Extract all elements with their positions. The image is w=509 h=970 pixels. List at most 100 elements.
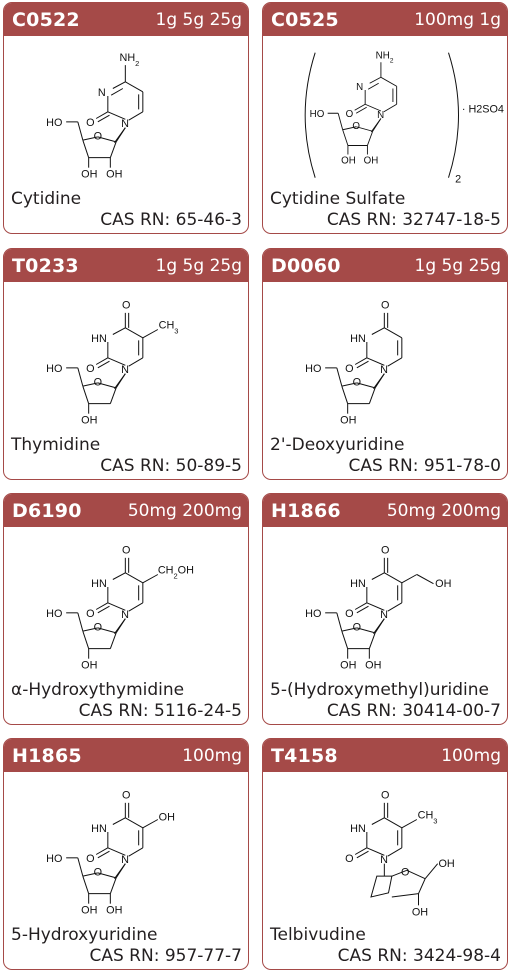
atom-label: OH [364, 156, 379, 167]
atom-label: O [122, 300, 130, 312]
compound-name: Cytidine Sulfate [270, 189, 406, 209]
atom-label: O [86, 117, 94, 129]
atom-label: HO [46, 117, 62, 129]
product-code[interactable]: H1865 [12, 744, 82, 767]
atom-label: NH2 [376, 51, 394, 65]
atom-label: CH3 [159, 320, 179, 336]
atom-label: CH3 [418, 810, 438, 826]
package-sizes: 1g 5g 25g [414, 255, 501, 276]
atom-label: O [86, 363, 94, 375]
compound-name: Thymidine [11, 435, 101, 455]
compound-name: 5-Hydroxyuridine [11, 925, 158, 945]
atom-label: OH [341, 156, 356, 167]
atom-label: OH [81, 169, 97, 181]
cas-number: CAS RN: 5116-24-5 [78, 701, 242, 721]
compound-name: 2'-Deoxyuridine [270, 435, 405, 455]
product-header: C0525 100mg 1g [263, 3, 507, 36]
cas-number: CAS RN: 30414-00-7 [326, 701, 501, 721]
product-code[interactable]: D6190 [12, 499, 82, 522]
atom-label: N [121, 854, 129, 866]
atom-label: CH2OH [158, 565, 194, 581]
compound-name: 5-(Hydroxymethyl)uridine [270, 680, 489, 700]
atom-label: O [381, 545, 389, 557]
atom-label: O [86, 853, 94, 865]
atom-label: O [94, 866, 102, 878]
cas-number: CAS RN: 50-89-5 [100, 456, 242, 476]
package-sizes: 1g 5g 25g [155, 255, 242, 276]
product-code[interactable]: T4158 [271, 744, 338, 767]
cas-number: CAS RN: 957-77-7 [89, 946, 242, 966]
product-header: T4158 100mg [263, 739, 507, 772]
product-code[interactable]: T0233 [12, 254, 79, 277]
product-header: H1866 50mg 200mg [263, 494, 507, 527]
cas-number: CAS RN: 951-78-0 [348, 456, 501, 476]
package-sizes: 100mg [182, 745, 242, 766]
cas-number: CAS RN: 32747-18-5 [326, 210, 501, 230]
atom-label: N [380, 364, 388, 376]
atom-label: OH [435, 578, 451, 590]
atom-label: HO [310, 109, 325, 120]
package-sizes: 1g 5g 25g [155, 9, 242, 30]
atom-label: OH [81, 905, 97, 917]
atom-label: HN [91, 823, 107, 835]
atom-label: N [121, 118, 129, 130]
product-code[interactable]: C0525 [271, 8, 339, 31]
product-header: D0060 1g 5g 25g [263, 249, 507, 282]
product-header: D6190 50mg 200mg [4, 494, 248, 527]
atom-label: NH2 [120, 52, 140, 68]
atom-label: N [121, 609, 129, 621]
atom-label: N [377, 110, 384, 121]
atom-label: O [401, 866, 409, 878]
compound-name: Cytidine [11, 189, 82, 209]
atom-label: O [352, 121, 360, 132]
product-code[interactable]: H1866 [271, 499, 341, 522]
package-sizes: 50mg 200mg [127, 500, 242, 521]
cas-number: CAS RN: 3424-98-4 [337, 946, 501, 966]
cas-number: CAS RN: 65-46-3 [100, 210, 242, 230]
atom-label: O [346, 109, 354, 120]
package-sizes: 100mg 1g [414, 9, 501, 30]
atom-label: O [94, 130, 102, 142]
atom-label: N [356, 82, 363, 93]
product-code[interactable]: C0522 [12, 8, 80, 31]
package-sizes: 100mg [441, 745, 501, 766]
atom-label: OH [439, 858, 455, 870]
stoichiometry-label: 2 [455, 174, 461, 186]
product-header: T0233 1g 5g 25g [4, 249, 248, 282]
atom-label: HN [350, 578, 366, 590]
atom-label: O [353, 621, 361, 633]
atom-label: O [345, 608, 353, 620]
atom-label: O [353, 376, 361, 388]
atom-label: OH [365, 660, 381, 672]
atom-label: OH [159, 811, 175, 823]
atom-label: OH [81, 660, 97, 672]
atom-label: HO [305, 608, 321, 620]
atom-label: O [345, 363, 353, 375]
atom-label: O [94, 621, 102, 633]
atom-label: HO [305, 363, 321, 375]
atom-label: OH [81, 415, 97, 427]
product-header: C0522 1g 5g 25g [4, 3, 248, 36]
atom-label: HN [350, 333, 366, 345]
salt-label: · H2SO4 [462, 104, 504, 116]
atom-label: O [122, 545, 130, 557]
product-code[interactable]: D0060 [271, 254, 341, 277]
atom-label: N [380, 854, 388, 866]
